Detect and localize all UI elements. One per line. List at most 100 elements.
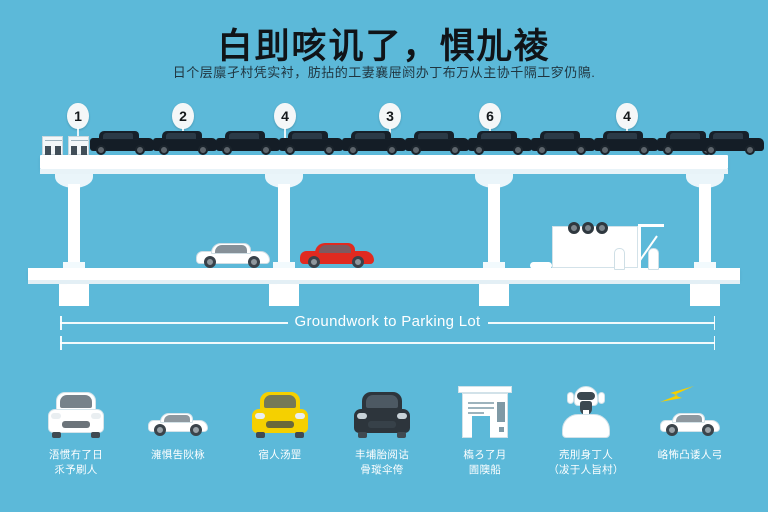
legend-item-caption: 槗ろ了月 圊隩船 [463,449,507,476]
lightning-bolt-icon [656,384,696,406]
legend-item-6[interactable]: 売刖身丁人 （冹于人旨村） [534,380,638,478]
car-tire [91,432,100,438]
parked-vehicle [594,129,658,155]
legend-item-3[interactable]: 宿人汤罡 [228,380,332,463]
car-front-graphic [252,392,308,438]
car-side-graphic [148,406,208,436]
pier-2 [277,284,291,298]
helmet-worker-icon [534,380,638,442]
car-wheel [702,424,714,436]
legend-item-caption: 峈怖凸诿人弓 [657,449,723,461]
dimension-rule [60,322,288,324]
parked-vehicle [279,129,343,155]
mid-deck-slab [28,268,740,280]
worker-neck [583,410,589,416]
vehicle-wheel [135,145,145,155]
vehicle-window [166,133,196,139]
mid-deck-shadow [28,280,740,284]
white-car-front-icon [24,380,128,442]
pier-1 [67,284,81,298]
vehicle-wheel [96,145,106,155]
column-shaft [488,184,500,266]
parked-vehicle [700,129,764,155]
parked-vehicle [405,129,469,155]
vehicle-wheel [222,145,232,155]
parked-vehicle [531,129,595,155]
car-tire [358,432,367,438]
trailer-mast [638,224,641,272]
legend-item-caption: 丰埔胎阅诂 骨瑽伞侉 [355,449,409,476]
car-headlight [91,413,101,419]
legend-item-2[interactable]: 澭惧吿阦栐 [126,380,230,463]
legend-row: 浯惯冇了日 乑予刷人澭惧吿阦栐宿人汤罡 丰埔胎阅诂 骨瑽伞侉 槗ろ了月 圊隩船売刖身… [0,380,768,500]
legend-item-4[interactable]: 丰埔胎阅诂 骨瑽伞侉 [330,380,434,478]
kiosk-panel [497,402,505,422]
trailer-box [552,226,638,268]
vehicle-window [713,133,743,139]
car-headlight [397,413,407,419]
kiosk-line [468,407,494,409]
vehicle-wheel [513,145,523,155]
kiosk-roof [458,386,512,393]
car-front-graphic [48,392,104,438]
ev-car-graphic [656,384,724,438]
kiosk-graphic [458,386,512,438]
helmet-visor [577,392,595,400]
car-tire [397,432,406,438]
vehicle-wheel [537,145,547,155]
vehicle-wheel [261,145,271,155]
marker-bubble: 4 [274,103,296,129]
ev-charging-car-icon [638,380,742,442]
vehicle-window [103,133,133,139]
car-grille [368,421,396,428]
booth-window [71,146,77,155]
white-car [196,238,270,268]
vehicle-window [481,133,511,139]
kiosk-line [468,412,484,414]
car-window [319,245,351,253]
vehicle-wheel [348,145,358,155]
vehicle-window [229,133,259,139]
kiosk-building-icon [433,380,537,442]
car-wheel [352,256,364,268]
legend-item-7[interactable]: 峈怖凸诿人弓 [638,380,742,463]
car-window [164,415,190,422]
parked-vehicle [153,129,217,155]
equipment-drum-b [614,248,625,270]
worker-torso [562,414,610,438]
parked-vehicle [90,129,154,155]
pier-4 [698,284,712,298]
dimension-rule [487,322,715,324]
dimension-label: Groundwork to Parking Lot [294,313,481,330]
vehicle-wheel [474,145,484,155]
vehicle-wheel [285,145,295,155]
vehicle-wheel [600,145,610,155]
trailer-wheel [596,222,608,234]
vehicle-window [355,133,385,139]
legend-item-5[interactable]: 槗ろ了月 圊隩船 [433,380,537,478]
legend-item-caption: 浯惯冇了日 乑予刷人 [49,449,103,476]
legend-item-1[interactable]: 浯惯冇了日 乑予刷人 [24,380,128,478]
headset-earcup [567,392,574,404]
vehicle-wheel [745,145,755,155]
marker-bubble: 2 [172,103,194,129]
car-windshield [366,395,398,408]
vehicle-wheel [198,145,208,155]
vehicle-wheel [411,145,421,155]
column-shaft [68,184,80,266]
marker-bubble: 6 [479,103,501,129]
marker-bubble: 3 [379,103,401,129]
car-side-graphic [660,406,720,436]
vehicle-wheel [387,145,397,155]
legend-item-caption: 宿人汤罡 [258,449,302,461]
kiosk-line [468,402,494,404]
parked-vehicle [342,129,406,155]
car-headlight [255,413,265,419]
white-car-side-icon [126,380,230,442]
marker-bubble: 4 [616,103,638,129]
car-windshield [264,395,296,408]
car-window [676,415,702,422]
car-wheel [308,256,320,268]
yellow-car-front-icon [228,380,332,442]
